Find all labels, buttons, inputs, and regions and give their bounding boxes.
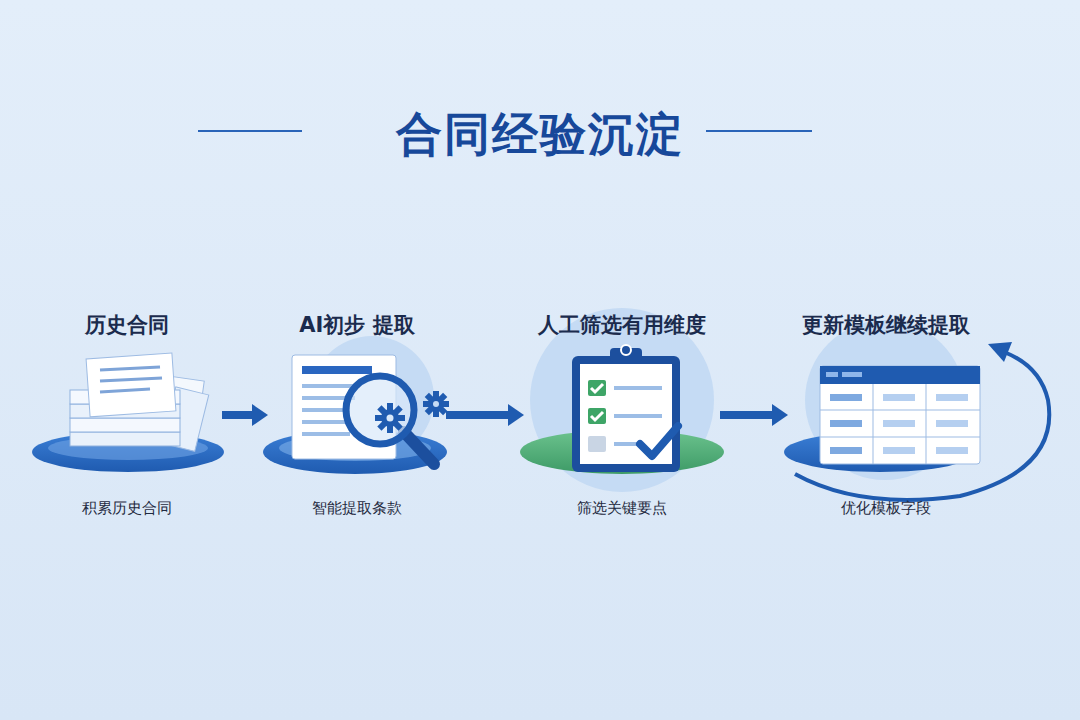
step-caption: 筛选关键要点 — [484, 496, 760, 520]
step-node: 更新模板继续提取优化模板字段 — [788, 310, 984, 520]
title-rule — [198, 130, 302, 132]
diagram-title: 合同经验沉淀 — [0, 104, 1080, 166]
step-heading: AI初步 提取 — [228, 310, 486, 340]
step-caption: 智能提取条款 — [228, 496, 486, 520]
ai-extract-icon — [263, 336, 449, 474]
title-rule — [706, 130, 812, 132]
flow-arrow — [446, 404, 524, 426]
step-node: AI初步 提取智能提取条款 — [268, 310, 446, 520]
contract-stack — [32, 353, 224, 472]
flow-arrow — [222, 404, 268, 426]
step-heading: 更新模板继续提取 — [748, 310, 1024, 340]
step-heading: 历史合同 — [0, 310, 262, 340]
step-caption: 优化模板字段 — [748, 496, 1024, 520]
step-heading: 人工筛选有用维度 — [484, 310, 760, 340]
step-node: 历史合同积累历史合同 — [32, 310, 222, 520]
step-caption: 积累历史合同 — [0, 496, 262, 520]
template-table — [784, 320, 1049, 500]
step-node: 人工筛选有用维度筛选关键要点 — [524, 310, 720, 520]
flow-arrow — [720, 404, 788, 426]
